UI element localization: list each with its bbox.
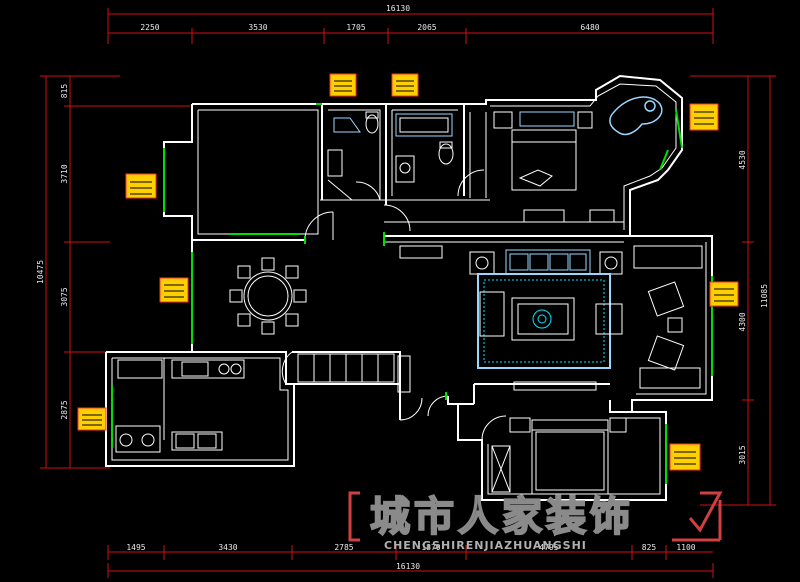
room-tag-master-bedroom <box>125 173 157 199</box>
dim-right-seg-3: 3015 <box>738 445 747 464</box>
dim-top-seg-4: 2065 <box>417 23 436 32</box>
bath-2-fixtures <box>395 113 454 183</box>
bedroom-2-furniture <box>469 111 615 223</box>
watermark-pinyin: CHENGSHIRENJIAZHUANGSHI <box>384 539 587 552</box>
dim-bottom-seg-6: 825 <box>642 543 657 552</box>
dim-right-seg-2: 4300 <box>738 312 747 331</box>
dim-bottom-seg-5: 4795 <box>539 543 558 552</box>
dim-bottom-seg-7: 1100 <box>676 543 695 552</box>
dim-left-seg-4: 2875 <box>60 400 69 419</box>
doors <box>281 169 507 441</box>
walls <box>105 74 713 501</box>
dimension-lines <box>40 8 776 578</box>
room-tag-bath-1 <box>329 73 357 97</box>
dim-bottom-seg-4: 1870 <box>421 543 440 552</box>
dining-table-set <box>229 257 307 335</box>
watermark-chinese: 城市人家装饰 <box>370 494 634 540</box>
dim-left-seg-3: 3075 <box>60 287 69 306</box>
dim-bottom-seg-3: 2785 <box>334 543 353 552</box>
watermark-logo <box>348 491 723 542</box>
room-tag-bath-2 <box>391 73 419 97</box>
dim-left-seg-1: 815 <box>60 84 69 99</box>
room-tag-bedroom-2 <box>689 103 719 131</box>
room-tag-dining <box>159 277 189 303</box>
dim-right-total: 11085 <box>760 284 769 308</box>
dim-top-seg-3: 1705 <box>346 23 365 32</box>
dim-left-total: 10475 <box>36 260 45 284</box>
dim-bottom-seg-2: 3430 <box>218 543 237 552</box>
room-tag-bedroom-3 <box>669 443 701 471</box>
bedroom-3-furniture <box>491 417 627 495</box>
room-tag-kitchen <box>77 407 107 431</box>
dim-left-seg-2: 3710 <box>60 164 69 183</box>
dim-top-seg-2: 3530 <box>248 23 267 32</box>
door-jambs <box>304 232 447 400</box>
dim-bottom-total: 16130 <box>396 562 420 571</box>
dim-bottom-seg-1: 1495 <box>126 543 145 552</box>
room-tag-living <box>709 281 739 307</box>
watermark-chinese-fill: 城市人家装饰 <box>370 494 634 540</box>
dim-top-total: 16130 <box>386 4 410 13</box>
windows <box>111 103 713 484</box>
bath-1-fixtures <box>327 111 379 201</box>
living-room-furniture <box>469 245 703 391</box>
kitchen-fixtures <box>115 245 443 453</box>
dim-top-seg-1: 2250 <box>140 23 159 32</box>
dim-top-seg-5: 6480 <box>580 23 599 32</box>
dim-right-seg-1: 4530 <box>738 150 747 169</box>
bay-window-tub <box>609 96 663 136</box>
